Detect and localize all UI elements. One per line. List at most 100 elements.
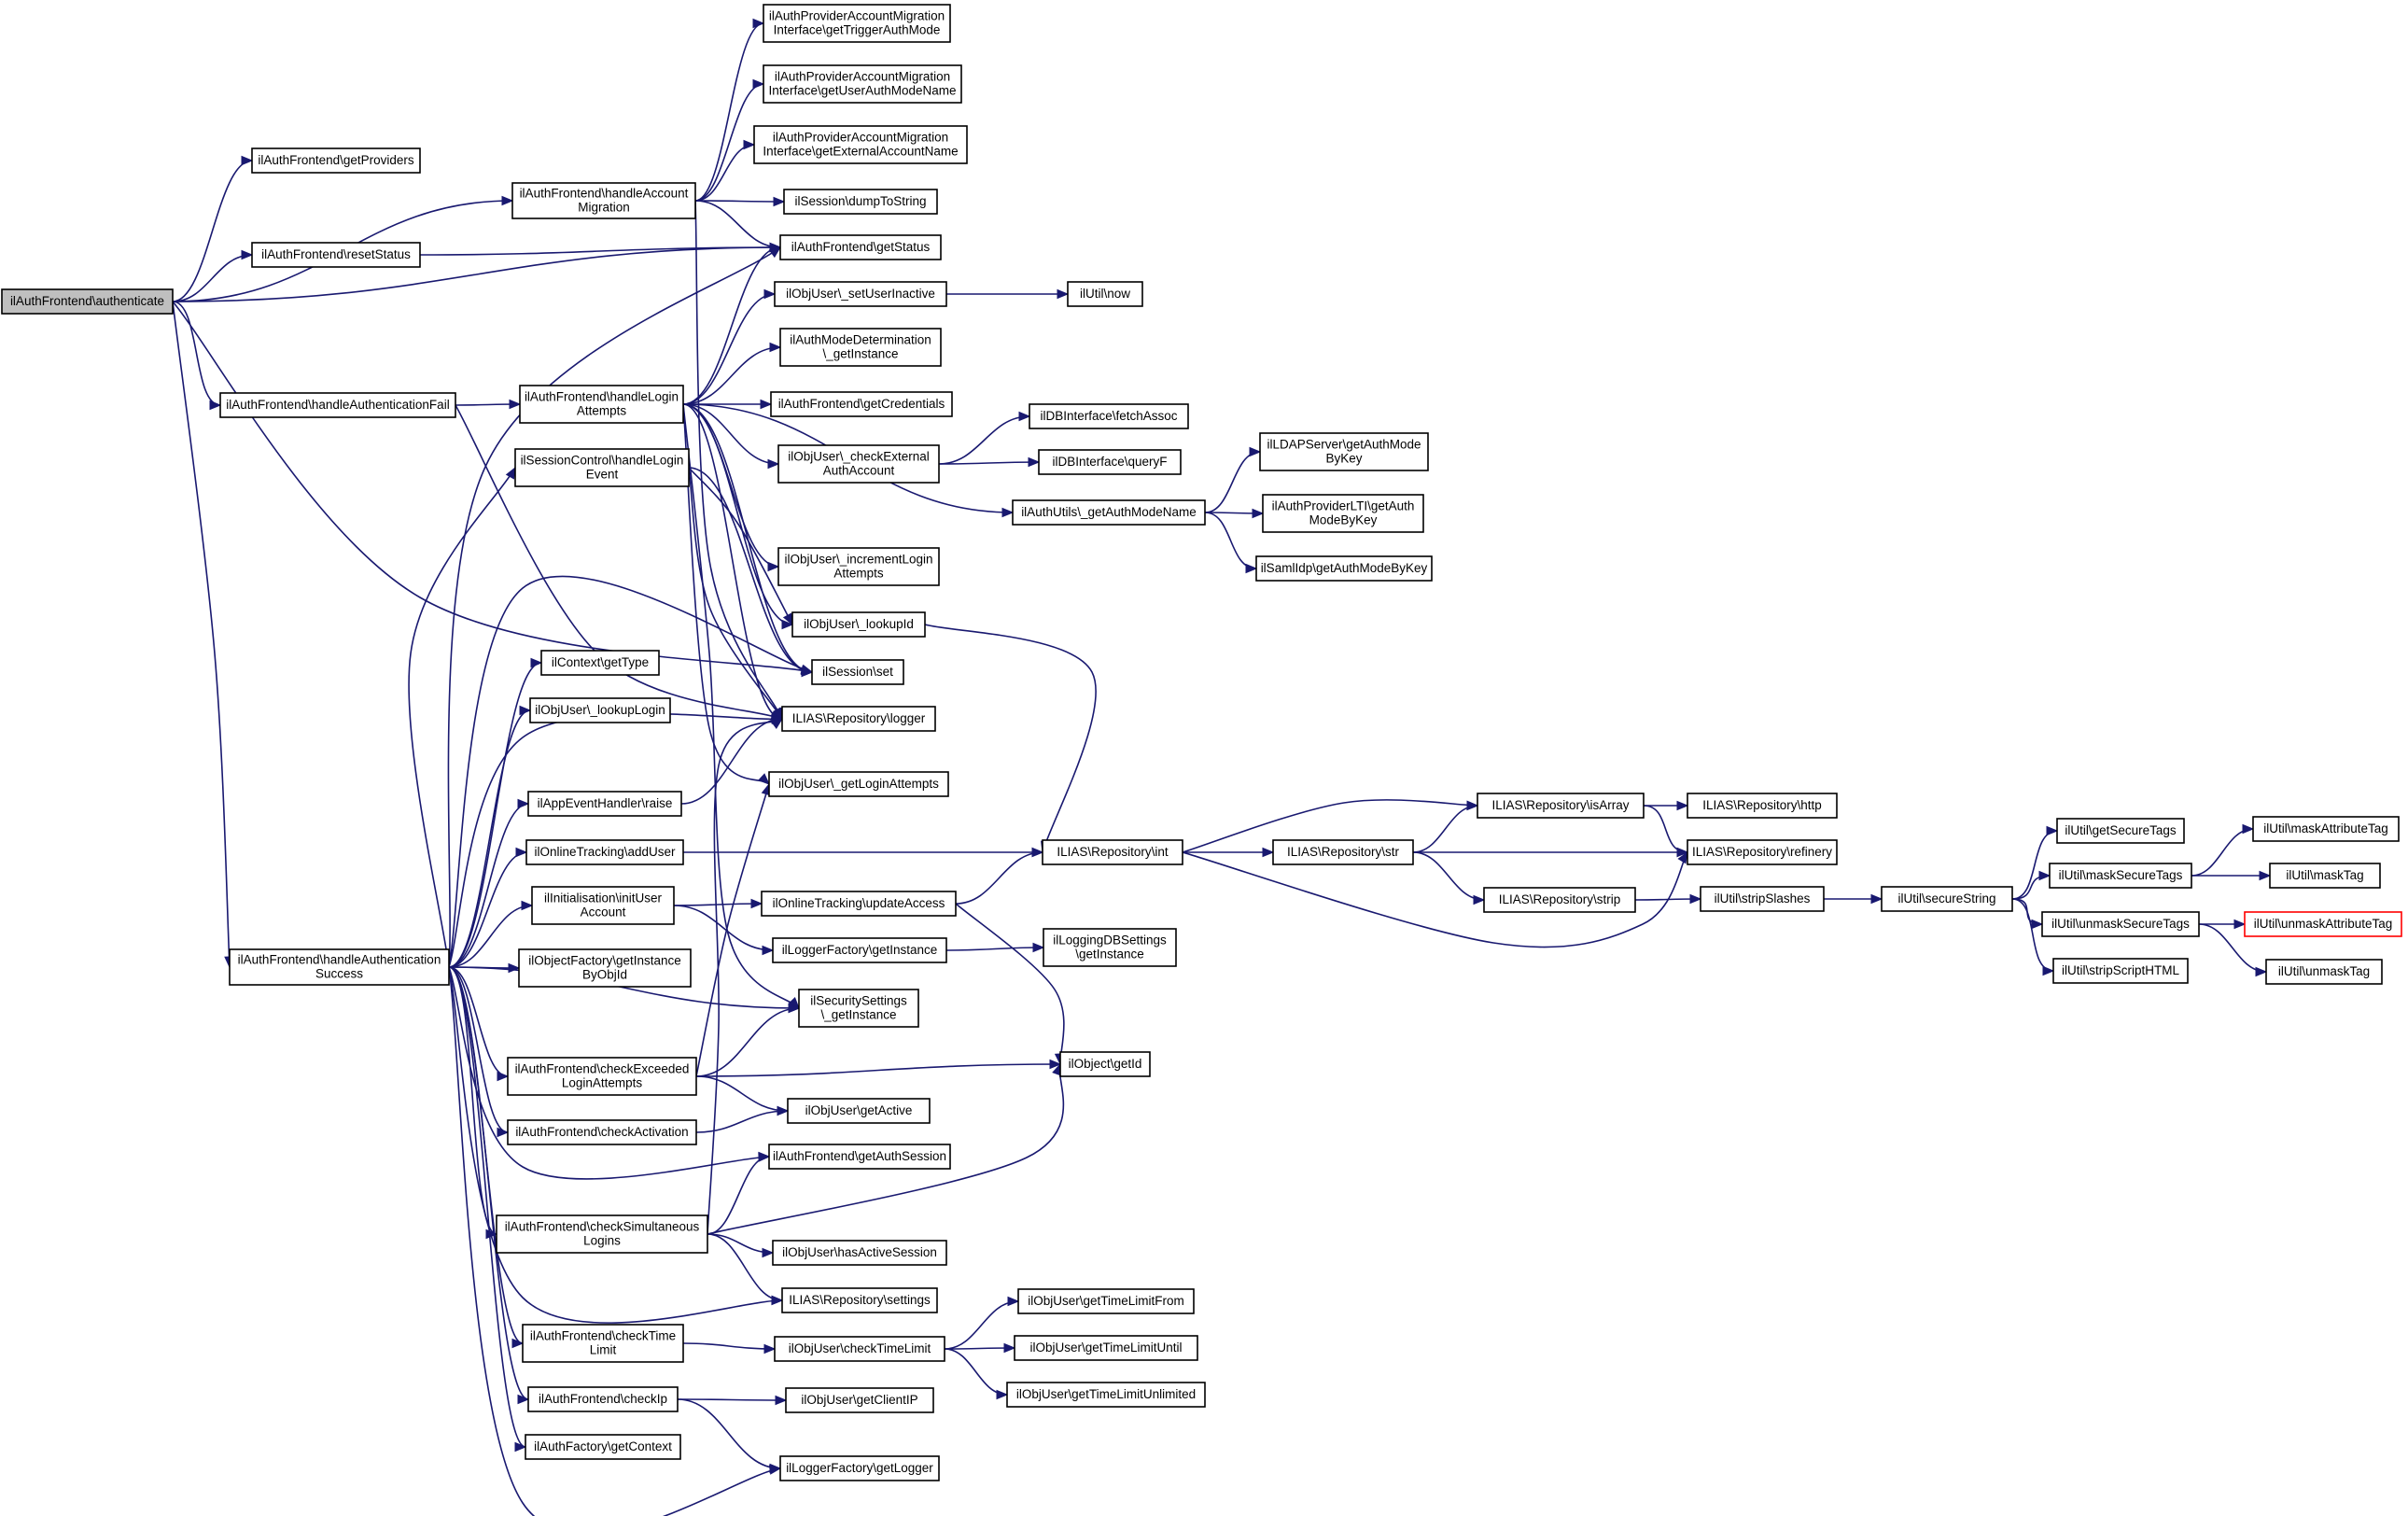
node-box[interactable]	[1262, 494, 1424, 533]
node-getTimeLimitFrom[interactable]: ilObjUser\getTimeLimitFrom	[1017, 1288, 1195, 1314]
node-box[interactable]	[540, 650, 660, 676]
node-dumpToString[interactable]: ilSession\dumpToString	[783, 189, 938, 215]
node-box[interactable]	[774, 1336, 945, 1362]
node-repoHttp[interactable]: ILIAS\Repository\http	[1687, 793, 1838, 819]
node-box[interactable]	[1687, 839, 1838, 865]
node-getStatus[interactable]: ilAuthFrontend\getStatus	[779, 234, 942, 260]
node-box[interactable]	[772, 937, 947, 963]
node-box[interactable]	[763, 64, 962, 104]
node-box[interactable]	[507, 1057, 697, 1096]
node-ldapGetAuthModeByKey[interactable]: ilLDAPServer\getAuthModeByKey	[1259, 432, 1429, 471]
node-box[interactable]	[798, 989, 919, 1028]
node-box[interactable]	[1038, 449, 1182, 475]
node-box[interactable]	[777, 547, 940, 586]
node-box[interactable]	[770, 391, 953, 417]
node-box[interactable]	[1017, 1288, 1195, 1314]
node-userCheckTimeLimit[interactable]: ilObjUser\checkTimeLimit	[774, 1336, 945, 1362]
node-box[interactable]	[1042, 839, 1183, 865]
node-box[interactable]	[1259, 432, 1429, 471]
node-box[interactable]	[1014, 1335, 1198, 1361]
node-securitySettings[interactable]: ilSecuritySettings\_getInstance	[798, 989, 919, 1028]
node-box[interactable]	[781, 1287, 938, 1313]
node-fetchAssoc[interactable]: ilDBInterface\fetchAssoc	[1029, 403, 1189, 429]
node-box[interactable]	[522, 1324, 684, 1363]
node-box[interactable]	[525, 839, 684, 865]
node-loggerFactoryGetLogger[interactable]: ilLoggerFactory\getLogger	[779, 1455, 940, 1481]
node-box[interactable]	[525, 1434, 681, 1460]
node-updateAccess[interactable]: ilOnlineTracking\updateAccess	[761, 891, 957, 917]
node-handleAuthenticationFail[interactable]: ilAuthFrontend\handleAuthenticationFail	[219, 392, 456, 418]
node-getSecureTags[interactable]: ilUtil\getSecureTags	[2056, 818, 2185, 844]
node-contextGetType[interactable]: ilContext\getType	[540, 650, 660, 676]
node-box[interactable]	[1483, 887, 1636, 913]
node-authFactoryGetContext[interactable]: ilAuthFactory\getContext	[525, 1434, 681, 1460]
node-box[interactable]	[519, 385, 684, 424]
node-checkActivation[interactable]: ilAuthFrontend\checkActivation	[507, 1119, 697, 1145]
node-box[interactable]	[763, 4, 951, 43]
node-stripSlashes[interactable]: ilUtil\stripSlashes	[1700, 886, 1825, 912]
node-box[interactable]	[219, 392, 456, 418]
node-now[interactable]: ilUtil\now	[1067, 281, 1143, 307]
node-box[interactable]	[2265, 959, 2383, 985]
node-box[interactable]	[1006, 1382, 1206, 1408]
node-box[interactable]	[1059, 1051, 1151, 1077]
node-box[interactable]	[507, 1119, 697, 1145]
node-hasActiveSession[interactable]: ilObjUser\hasActiveSession	[772, 1240, 947, 1266]
node-getProviders[interactable]: ilAuthFrontend\getProviders	[251, 147, 421, 174]
node-box[interactable]	[2052, 958, 2189, 984]
node-repoStr[interactable]: ILIAS\Repository\str	[1272, 839, 1414, 865]
node-box[interactable]	[1043, 928, 1177, 967]
node-box[interactable]	[1029, 403, 1189, 429]
node-loggingDBSettings[interactable]: ilLoggingDBSettings\getInstance	[1043, 928, 1177, 967]
node-secureString[interactable]: ilUtil\secureString	[1881, 886, 2013, 912]
node-box[interactable]	[251, 242, 421, 268]
node-repoSettings[interactable]: ILIAS\Repository\settings	[781, 1287, 938, 1313]
node-checkExceededLoginAttempts[interactable]: ilAuthFrontend\checkExceededLoginAttempt…	[507, 1057, 697, 1096]
node-box[interactable]	[518, 948, 692, 988]
node-repoLogger[interactable]: ILIAS\Repository\logger	[781, 706, 936, 732]
node-onlineAddUser[interactable]: ilOnlineTracking\addUser	[525, 839, 684, 865]
node-repoRefinery[interactable]: ILIAS\Repository\refinery	[1687, 839, 1838, 865]
node-box[interactable]	[779, 1455, 940, 1481]
node-appEventRaise[interactable]: ilAppEventHandler\raise	[527, 791, 682, 817]
node-box[interactable]	[785, 1387, 934, 1413]
node-repoStrip[interactable]: ILIAS\Repository\strip	[1483, 887, 1636, 913]
node-getAuthSession[interactable]: ilAuthFrontend\getAuthSession	[768, 1144, 951, 1170]
node-box[interactable]	[774, 281, 947, 307]
node-maskSecureTags[interactable]: ilUtil\maskSecureTags	[2049, 863, 2192, 889]
node-box[interactable]	[1700, 886, 1825, 912]
node-authModeDetermination[interactable]: ilAuthModeDetermination\_getInstance	[779, 328, 942, 367]
node-ltiGetAuthModeByKey[interactable]: ilAuthProviderLTI\getAuthModeByKey	[1262, 494, 1424, 533]
node-box[interactable]	[761, 891, 957, 917]
node-box[interactable]	[2049, 863, 2192, 889]
node-handleAuthenticationSuccess[interactable]: ilAuthFrontend\handleAuthenticationSucce…	[229, 948, 450, 986]
node-box[interactable]	[1687, 793, 1838, 819]
node-box[interactable]	[527, 791, 682, 817]
node-box[interactable]	[768, 1144, 951, 1170]
node-box[interactable]	[772, 1240, 947, 1266]
node-box[interactable]	[787, 1098, 931, 1124]
node-box[interactable]	[779, 234, 942, 260]
node-unmaskAttributeTag[interactable]: ilUtil\unmaskAttributeTag	[2244, 911, 2402, 937]
node-box[interactable]	[1012, 499, 1206, 526]
node-setUserInactive[interactable]: ilObjUser\_setUserInactive	[774, 281, 947, 307]
node-box[interactable]	[511, 182, 696, 219]
node-box[interactable]	[779, 328, 942, 367]
node-authenticate[interactable]: ilAuthFrontend\authenticate	[1, 288, 174, 315]
node-box[interactable]	[781, 706, 936, 732]
node-getClientIP[interactable]: ilObjUser\getClientIP	[785, 1387, 934, 1413]
node-box[interactable]	[531, 886, 675, 925]
node-checkIp[interactable]: ilAuthFrontend\checkIp	[527, 1386, 679, 1412]
node-sessionSet[interactable]: ilSession\set	[811, 659, 904, 685]
node-box[interactable]	[1477, 793, 1645, 819]
node-getTriggerAuthMode[interactable]: ilAuthProviderAccountMigrationInterface\…	[763, 4, 951, 43]
node-getActive[interactable]: ilObjUser\getActive	[787, 1098, 931, 1124]
node-box[interactable]	[2244, 911, 2402, 937]
node-box[interactable]	[783, 189, 938, 215]
node-unmaskTag[interactable]: ilUtil\unmaskTag	[2265, 959, 2383, 985]
